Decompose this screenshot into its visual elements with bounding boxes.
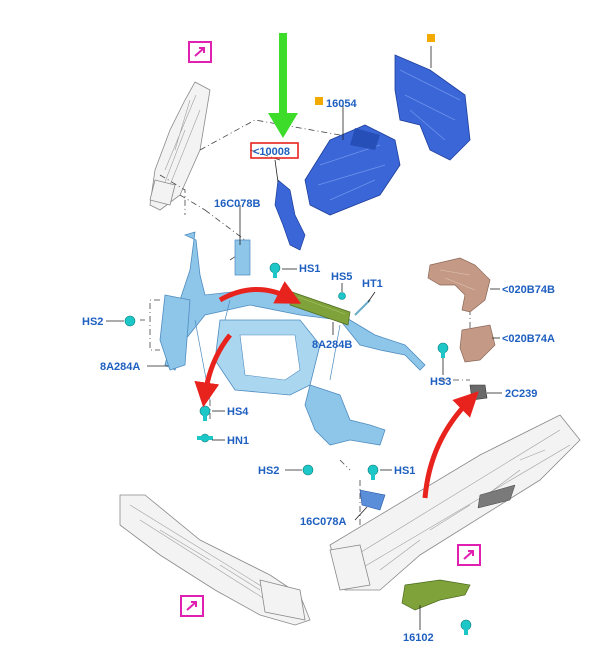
fastener-icon <box>367 464 379 480</box>
part-labels: 16054 <10008 16C078B HS1 HS5 HT1 HS2 8A2… <box>82 98 555 644</box>
label-16C078B: 16C078B <box>214 198 261 210</box>
part-2C239-bumper-stop <box>469 384 488 401</box>
label-16C078A: 16C078A <box>300 516 347 528</box>
bumper-beam-gray <box>119 494 311 626</box>
label-HS2-bottom: HS2 <box>258 465 279 477</box>
label-8A284B: 8A284B <box>312 339 352 351</box>
note-square-icon <box>315 97 323 105</box>
label-020B74B: <020B74B <box>502 284 555 296</box>
upper-left-gray-bracket <box>149 81 211 211</box>
label-020B74A: <020B74A <box>502 333 555 345</box>
frame-rail-gray <box>329 414 581 591</box>
part-020B74B-copper-bracket <box>427 257 491 313</box>
label-HS2-left: HS2 <box>82 316 103 328</box>
label-8A284A: 8A284A <box>100 361 140 373</box>
part-10008-blue-bracket <box>274 179 306 251</box>
label-16102: 16102 <box>403 632 434 644</box>
part-16C078A-blue-bracket <box>359 489 386 511</box>
label-10008: <10008 <box>253 146 290 158</box>
fastener-icon <box>269 262 281 278</box>
fastener-icon <box>199 405 211 421</box>
label-HS1-bottom: HS1 <box>394 465 415 477</box>
leader-lines <box>106 46 502 630</box>
fastener-icon <box>197 433 213 443</box>
label-HT1: HT1 <box>362 278 383 290</box>
fastener-icon <box>124 315 136 327</box>
label-HS1-top: HS1 <box>299 263 320 275</box>
green-pointer-arrow <box>268 33 298 138</box>
part-020B74A-copper-bracket <box>459 324 496 363</box>
label-16054: 16054 <box>326 98 357 110</box>
fastener-icon <box>338 292 346 300</box>
label-HS3: HS3 <box>430 376 451 388</box>
fasteners <box>124 262 472 635</box>
part-16054-blue-bracket <box>304 54 471 216</box>
label-2C239: 2C239 <box>505 388 537 400</box>
view-arrow-icon <box>188 41 212 63</box>
fastener-icon <box>437 342 449 358</box>
direction-arrows <box>194 281 479 499</box>
highlight-box <box>250 142 299 159</box>
note-square-icon <box>427 34 435 42</box>
label-HN1: HN1 <box>227 435 249 447</box>
view-arrow-icon <box>457 544 481 566</box>
label-HS5: HS5 <box>331 271 352 283</box>
label-HS4: HS4 <box>227 406 249 418</box>
fastener-icon <box>302 464 314 476</box>
view-arrow-icon <box>180 595 204 617</box>
fastener-icon <box>354 299 371 316</box>
part-16102-green-bracket <box>401 579 471 611</box>
fastener-icon <box>460 619 472 635</box>
part-8A284A-front-frame <box>159 231 426 446</box>
